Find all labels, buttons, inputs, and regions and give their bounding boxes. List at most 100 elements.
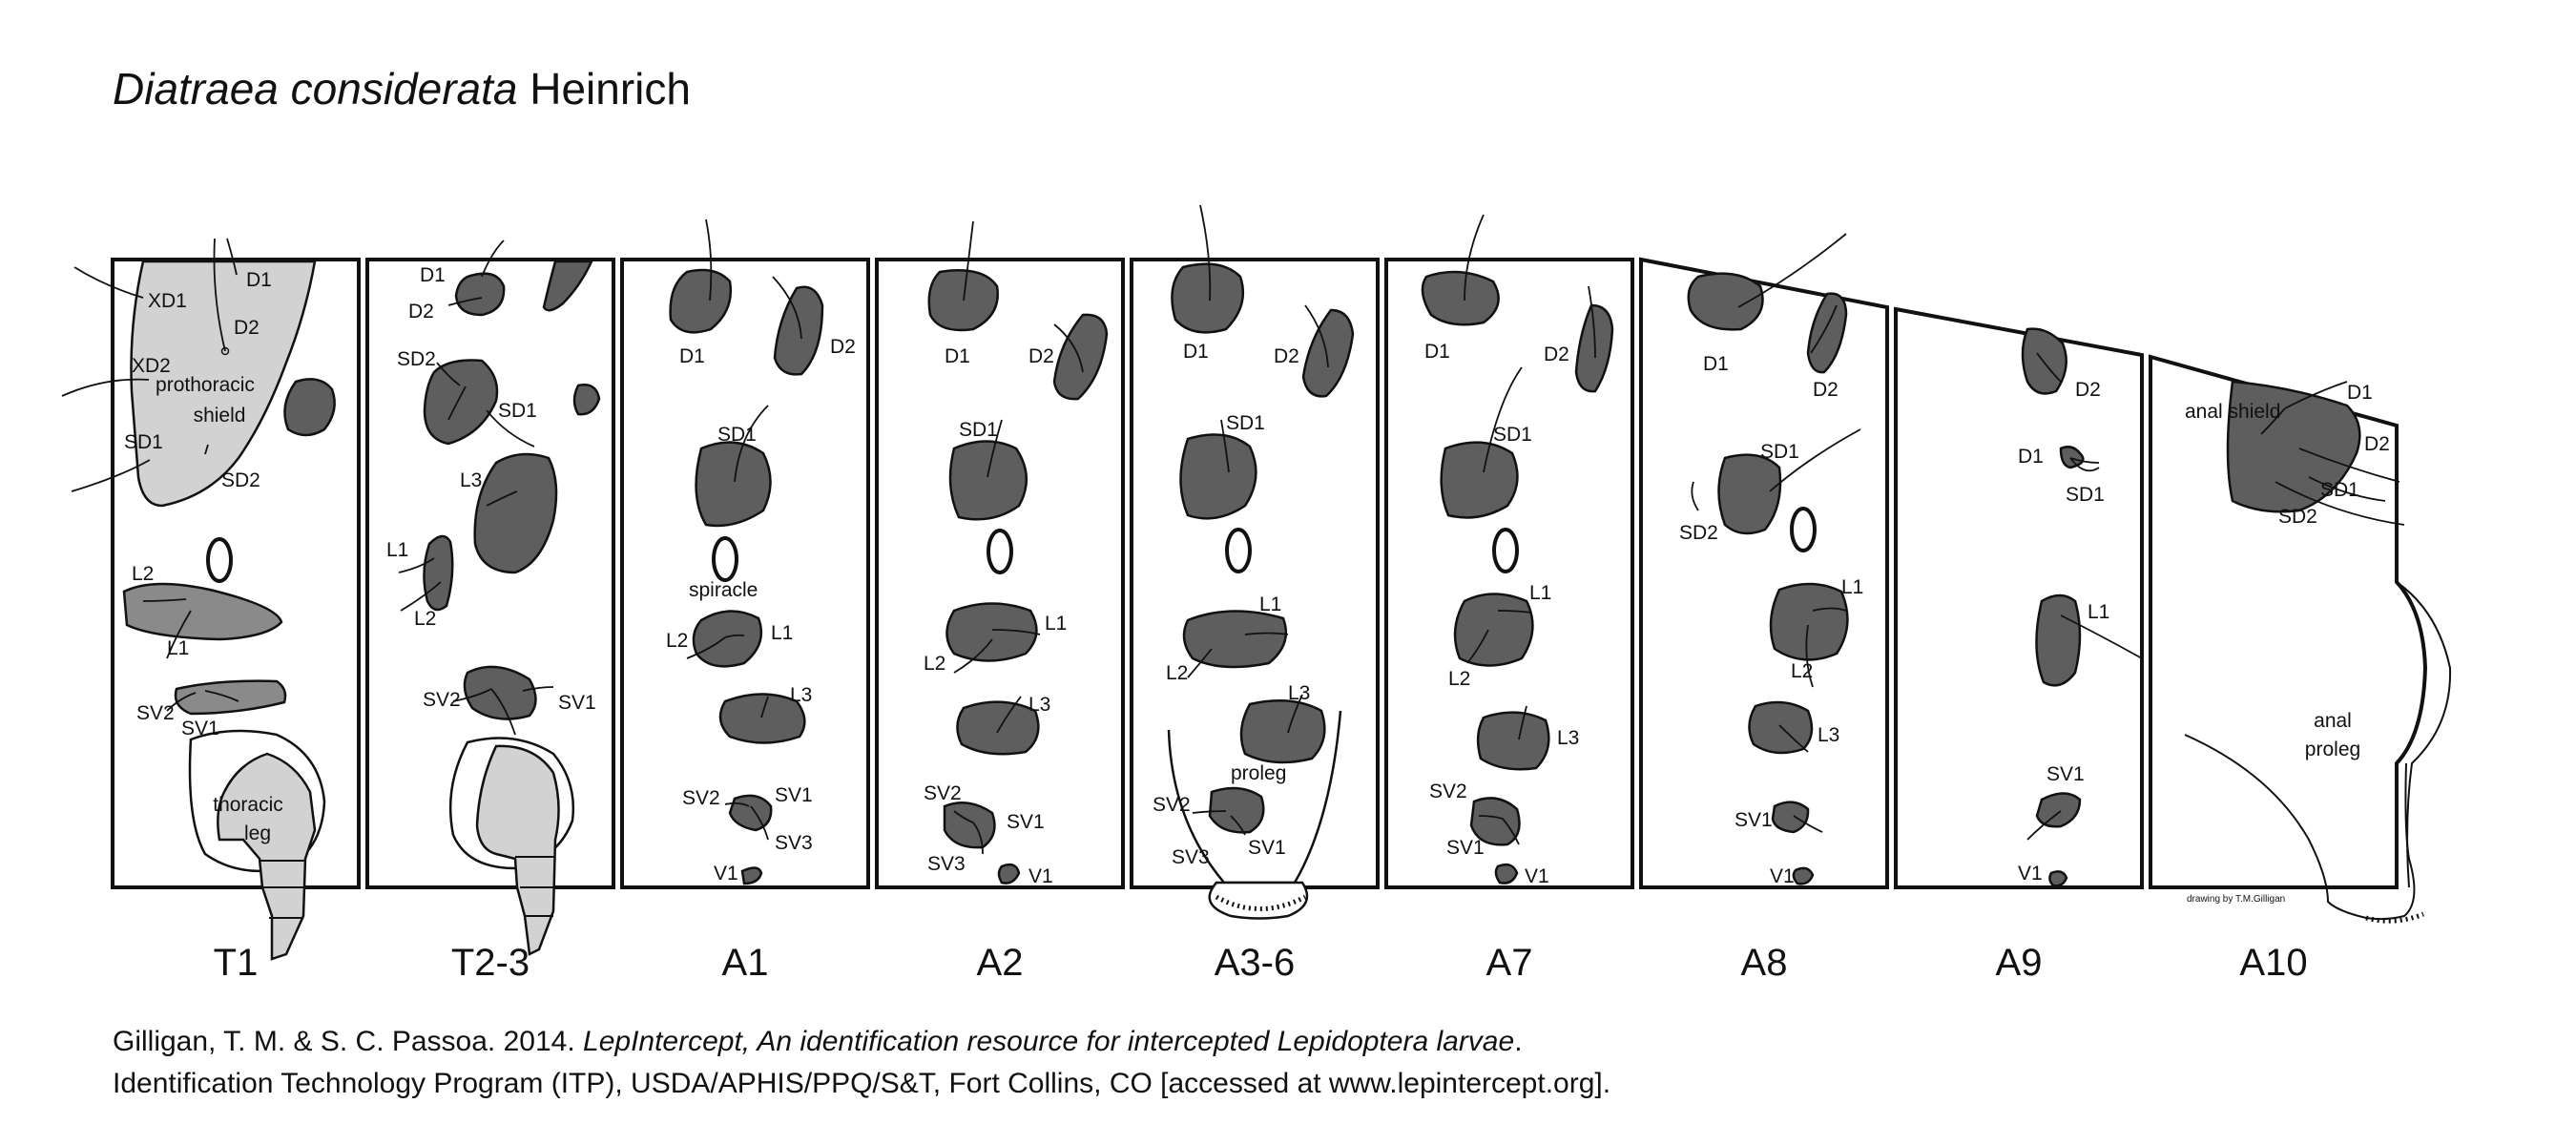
a2-spiracle <box>987 529 1013 574</box>
segment-label-a8: A8 <box>1741 942 1788 984</box>
t1-label-sv1: SV1 <box>181 718 219 739</box>
a2-v1-pinaculum <box>997 863 1021 885</box>
panel-a36: D1 D2 SD1 L1 L2 L3 proleg SV2 SV3 SV1 <box>1130 204 1380 920</box>
a1-label-spiracle: spiracle <box>689 579 758 601</box>
a10-label-sd1: SD1 <box>2320 479 2359 501</box>
a9-label-sd1: SD1 <box>2066 484 2105 506</box>
a7-l-pinaculum <box>1453 593 1534 667</box>
a1-d2-pinaculum <box>773 285 824 376</box>
t23-label-sv1: SV1 <box>558 692 596 714</box>
a8-label-sd1: SD1 <box>1760 441 1799 463</box>
panel-a10-frame <box>2149 354 2428 889</box>
a36-label-d2: D2 <box>1274 345 1299 367</box>
a8-l-pinaculum <box>1769 582 1849 661</box>
citation-period: . <box>1514 1026 1523 1057</box>
t1-spiracle <box>206 537 233 583</box>
t1-label-shield-2: shield <box>194 405 246 427</box>
species-name: Diatraea considerata <box>113 64 518 114</box>
citation-work-title: LepIntercept, An identification resource… <box>583 1026 1515 1057</box>
panel-a10: anal shield D1 D2 SD1 SD2 anal proleg dr… <box>2149 354 2452 924</box>
a10-label-proleg-1: anal <box>2314 710 2352 732</box>
a7-label-sv1: SV1 <box>1446 837 1485 859</box>
a8-label-d1: D1 <box>1703 353 1729 375</box>
thoracic-leg <box>217 752 317 961</box>
a7-label-d2: D2 <box>1544 344 1569 365</box>
a1-label-sv2: SV2 <box>682 787 720 809</box>
a36-label-d1: D1 <box>1183 341 1209 363</box>
a7-label-sv2: SV2 <box>1429 781 1467 802</box>
citation-line-2: Identification Technology Program (ITP),… <box>113 1068 1611 1099</box>
t1-l-pinaculum <box>122 582 283 641</box>
a36-label-proleg: proleg <box>1231 762 1286 784</box>
a36-l-pinaculum <box>1182 610 1288 669</box>
a8-label-v1: V1 <box>1770 865 1795 887</box>
t1-label-sv2: SV2 <box>136 702 175 724</box>
drawing-credit: drawing by T.M.Gilligan <box>2187 894 2285 905</box>
panel-a9-frame <box>1894 306 2144 889</box>
t23-leg <box>475 744 560 956</box>
a2-label-d1: D1 <box>945 345 970 367</box>
a36-label-sv3: SV3 <box>1172 846 1210 868</box>
t23-sd-pinaculum <box>423 359 499 446</box>
segment-label-a36: A3-6 <box>1215 942 1296 984</box>
a9-label-l1: L1 <box>2088 601 2109 623</box>
t23-label-sv2: SV2 <box>423 689 461 711</box>
anal-shield <box>2226 380 2361 513</box>
a7-d1-pinaculum <box>1421 270 1500 326</box>
a7-l3-pinaculum <box>1476 711 1550 771</box>
citation: Gilligan, T. M. & S. C. Passoa. 2014. Le… <box>113 1021 1610 1105</box>
a9-label-sv1: SV1 <box>2046 763 2085 785</box>
a1-l3-pinaculum <box>718 693 806 744</box>
segment-label-t1: T1 <box>214 942 259 984</box>
a1-spiracle <box>712 536 738 582</box>
a36-label-sd1: SD1 <box>1226 412 1265 434</box>
segment-label-a10: A10 <box>2239 942 2307 984</box>
t1-label-xd2: XD2 <box>132 355 171 377</box>
a2-label-l2: L2 <box>924 653 945 675</box>
a9-v1-pinaculum <box>2048 870 2068 887</box>
t1-label-leg-1: thoracic <box>213 794 283 816</box>
a2-label-sv1: SV1 <box>1007 811 1045 833</box>
a2-label-sv2: SV2 <box>924 782 962 804</box>
a7-label-l2: L2 <box>1448 668 1470 690</box>
a9-l1-pinaculum <box>2035 593 2082 687</box>
a36-spiracle <box>1225 528 1252 573</box>
a8-label-l1: L1 <box>1841 576 1863 598</box>
t23-l-pinaculum <box>423 534 454 612</box>
a10-label-proleg-2: proleg <box>2305 739 2360 760</box>
a36-d1-pinaculum <box>1171 262 1245 334</box>
a7-label-sd1: SD1 <box>1493 424 1532 446</box>
a2-d2-pinaculum <box>1052 313 1109 401</box>
t23-label-d1: D1 <box>420 264 446 286</box>
a8-label-sv1: SV1 <box>1735 809 1773 831</box>
panel-a1-frame <box>620 258 870 889</box>
a8-spiracle <box>1790 507 1817 552</box>
t23-label-l2: L2 <box>414 608 436 630</box>
a36-label-l3: L3 <box>1288 682 1310 704</box>
t1-pinaculum-small <box>283 378 336 437</box>
a9-label-d1: D1 <box>2018 446 2044 468</box>
t1-label-l1: L1 <box>167 637 189 659</box>
a7-label-l3: L3 <box>1557 727 1579 749</box>
a1-d1-pinaculum <box>669 268 733 334</box>
a36-sd-pinaculum <box>1179 433 1257 520</box>
a1-label-d2: D2 <box>830 336 856 358</box>
a9-label-v1: V1 <box>2018 863 2043 885</box>
t23-small-pinaculum <box>572 384 601 416</box>
a7-sd-pinaculum <box>1440 441 1519 519</box>
citation-line-1: Gilligan, T. M. & S. C. Passoa. 2014. Le… <box>113 1021 1610 1063</box>
a9-label-d2: D2 <box>2075 379 2101 401</box>
t23-label-l1: L1 <box>386 539 408 561</box>
proleg-planta <box>1208 881 1309 920</box>
t23-l3-pinaculum <box>473 452 558 574</box>
t1-label-xd1: XD1 <box>148 290 187 312</box>
a10-label-d1: D1 <box>2347 382 2373 404</box>
segment-label-a2: A2 <box>977 942 1024 984</box>
t1-label-d2: D2 <box>234 317 260 339</box>
a1-label-v1: V1 <box>714 863 738 885</box>
t1-label-sd1: SD1 <box>124 431 163 453</box>
a1-label-l3: L3 <box>790 684 812 706</box>
t23-label-d2: D2 <box>408 301 434 323</box>
t1-label-shield-1: prothoracic <box>156 374 255 396</box>
